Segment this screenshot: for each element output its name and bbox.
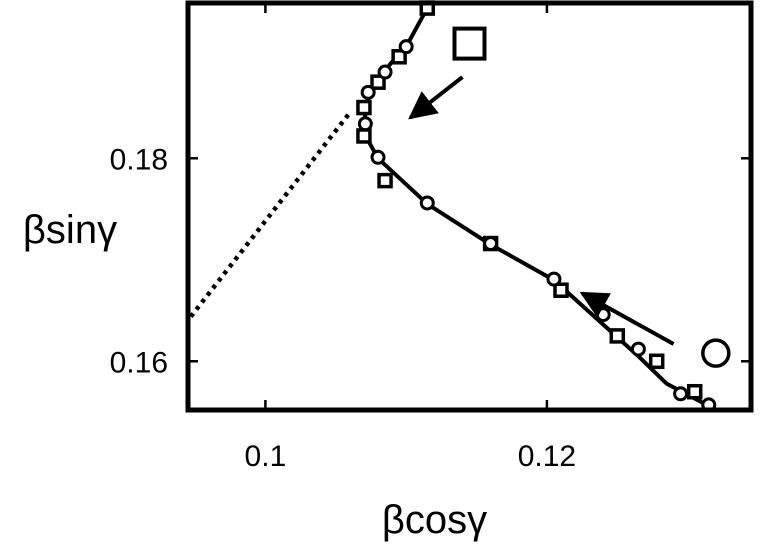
series-line xyxy=(361,7,710,408)
square-marker xyxy=(356,128,372,144)
square-marker xyxy=(648,353,665,370)
square-marker xyxy=(370,74,386,90)
end-square-marker xyxy=(452,26,487,61)
square-marker xyxy=(356,99,372,116)
square-marker xyxy=(686,383,703,400)
square-marker xyxy=(553,282,569,298)
direction-arrow xyxy=(408,75,464,120)
y-axis-label: βsinγ xyxy=(23,208,117,252)
x-tick-label: 0.1 xyxy=(245,440,287,473)
x-axis-label: βcosγ xyxy=(382,498,487,542)
circle-marker xyxy=(360,84,376,100)
start-circle-marker xyxy=(701,338,731,368)
circle-marker xyxy=(630,341,646,357)
y-tick-label: 0.18 xyxy=(110,143,168,176)
circle-marker xyxy=(595,307,611,323)
circle-marker xyxy=(419,195,435,211)
circle-marker xyxy=(673,386,689,402)
square-marker xyxy=(391,49,407,65)
circle-marker xyxy=(546,271,562,287)
square-marker xyxy=(377,172,393,189)
circle-marker xyxy=(370,149,386,165)
square-marker xyxy=(609,328,626,344)
circle-marker xyxy=(377,64,393,80)
circle-marker xyxy=(483,236,499,252)
direction-arrow xyxy=(579,291,675,346)
circle-marker xyxy=(398,39,414,55)
ticks: 0.1 0.12 0.16 0.18 xyxy=(110,3,751,473)
plot-frame xyxy=(185,0,754,413)
circle-marker xyxy=(357,116,373,132)
plot-area xyxy=(189,0,731,413)
y-tick-label: 0.16 xyxy=(110,346,168,379)
dotted-line xyxy=(189,111,352,319)
x-tick-label: 0.12 xyxy=(518,440,576,473)
